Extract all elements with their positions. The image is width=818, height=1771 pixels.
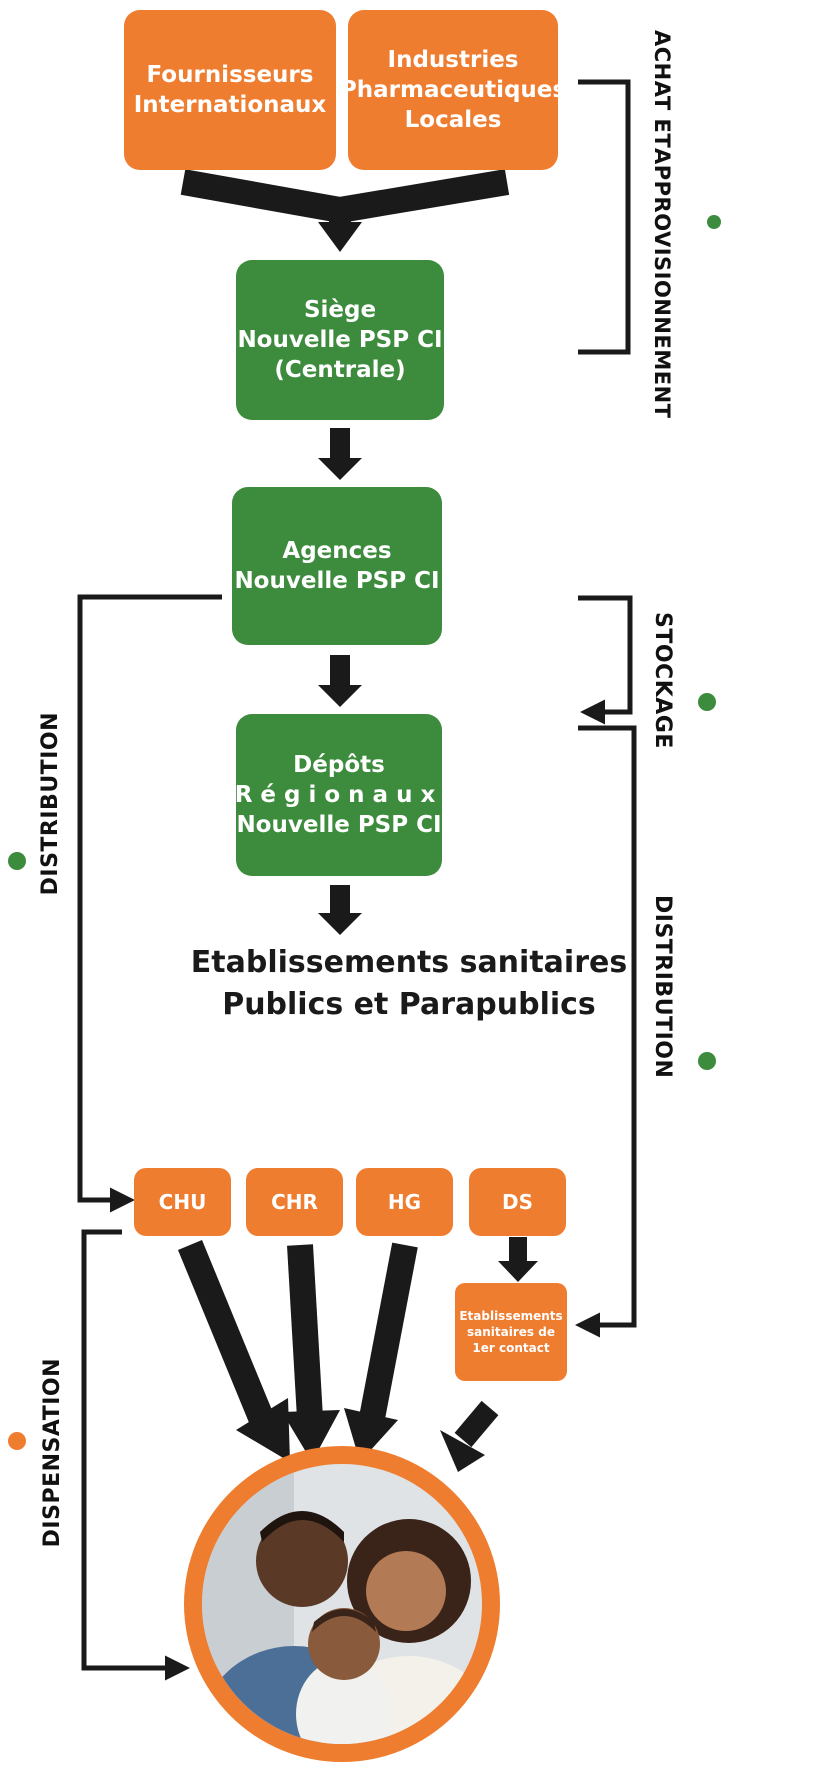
label-stockage-text: STOCKAGE (650, 612, 675, 749)
node-siege: Siège Nouvelle PSP CI (Centrale) (236, 260, 444, 420)
facilities-heading-line-2: Publics et Parapublics (222, 987, 596, 1022)
dot-stockage (698, 693, 716, 711)
label-achat-line-2: APPROVISIONNEMENT (650, 147, 674, 419)
family-photo-illustration (202, 1464, 482, 1744)
label-distribution-left-text: DISTRIBUTION (38, 712, 63, 896)
supplier-local-line-3: Locales (404, 107, 502, 133)
bracket-achat (578, 79, 631, 355)
facility-hg: HG (356, 1168, 453, 1236)
dot-distribution-right (698, 1052, 716, 1070)
label-achat-line-1: ACHAT ET (650, 29, 674, 148)
label-distribution-left: DISTRIBUTION (38, 712, 63, 895)
label-dispensation-text: DISPENSATION (40, 1358, 65, 1548)
merge-arrow (180, 169, 510, 252)
label-distribution-right-text: DISTRIBUTION (650, 895, 675, 1079)
bracket-stockage (578, 595, 633, 725)
arrows-to-patients (177, 1240, 499, 1472)
facilities-heading-line-1: Etablissements sanitaires (190, 945, 628, 980)
dot-achat (707, 215, 721, 229)
siege-line-1: Siège (303, 297, 377, 323)
first-contact-box: Etablissements sanitaires de 1er contact (455, 1283, 567, 1381)
depots-line-3: Nouvelle PSP CI (236, 812, 442, 838)
depots-line-1: Dépôts (293, 752, 385, 778)
facility-chu: CHU (134, 1168, 231, 1236)
facility-chu-label: CHU (158, 1190, 207, 1214)
arrow-depots-to-facilities (318, 885, 362, 935)
siege-line-2: Nouvelle PSP CI (237, 327, 443, 353)
label-distribution-right: DISTRIBUTION (650, 895, 675, 1078)
facility-ds-label: DS (501, 1190, 533, 1214)
label-achat: ACHAT ET APPROVISIONNEMENT (649, 30, 675, 419)
dot-distribution-left (8, 852, 26, 870)
first-contact-line-3: 1er contact (472, 1341, 550, 1355)
supplier-local-line-1: Industries (387, 47, 519, 73)
supplier-international-line-1: Fournisseurs (146, 62, 314, 88)
arrow-ds-to-first-contact (498, 1237, 538, 1282)
facility-chr-label: CHR (271, 1190, 318, 1214)
arrow-siege-to-agences (318, 428, 362, 480)
bracket-distribution-right (575, 725, 637, 1338)
siege-line-3: (Centrale) (274, 357, 406, 383)
facility-hg-label: HG (387, 1190, 422, 1214)
node-depots: Dépôts Régionaux Nouvelle PSP CI (234, 714, 444, 876)
supplier-local-line-2: Pharmaceutiques (339, 77, 567, 103)
first-contact-line-2: sanitaires de (467, 1325, 555, 1339)
arrow-agences-to-depots (318, 655, 362, 707)
bracket-dispensation (81, 1229, 190, 1681)
depots-line-2: Régionaux (234, 782, 444, 808)
supplier-international: Fournisseurs Internationaux (124, 10, 336, 170)
agences-line-2: Nouvelle PSP CI (234, 568, 440, 594)
family-photo (184, 1446, 500, 1762)
label-stockage: STOCKAGE (650, 612, 675, 749)
supplier-local: Industries Pharmaceutiques Locales (340, 10, 566, 170)
bracket-distribution-left (77, 594, 222, 1213)
facility-ds: DS (469, 1168, 566, 1236)
node-agences: Agences Nouvelle PSP CI (232, 487, 442, 645)
facility-chr: CHR (246, 1168, 343, 1236)
label-dispensation: DISPENSATION (40, 1358, 65, 1547)
facilities-heading: Etablissements sanitaires Publics et Par… (0, 942, 818, 1026)
agences-line-1: Agences (282, 538, 392, 564)
first-contact-line-1: Etablissements (459, 1309, 563, 1323)
supplier-international-line-2: Internationaux (133, 92, 327, 118)
dot-dispensation (8, 1432, 26, 1450)
